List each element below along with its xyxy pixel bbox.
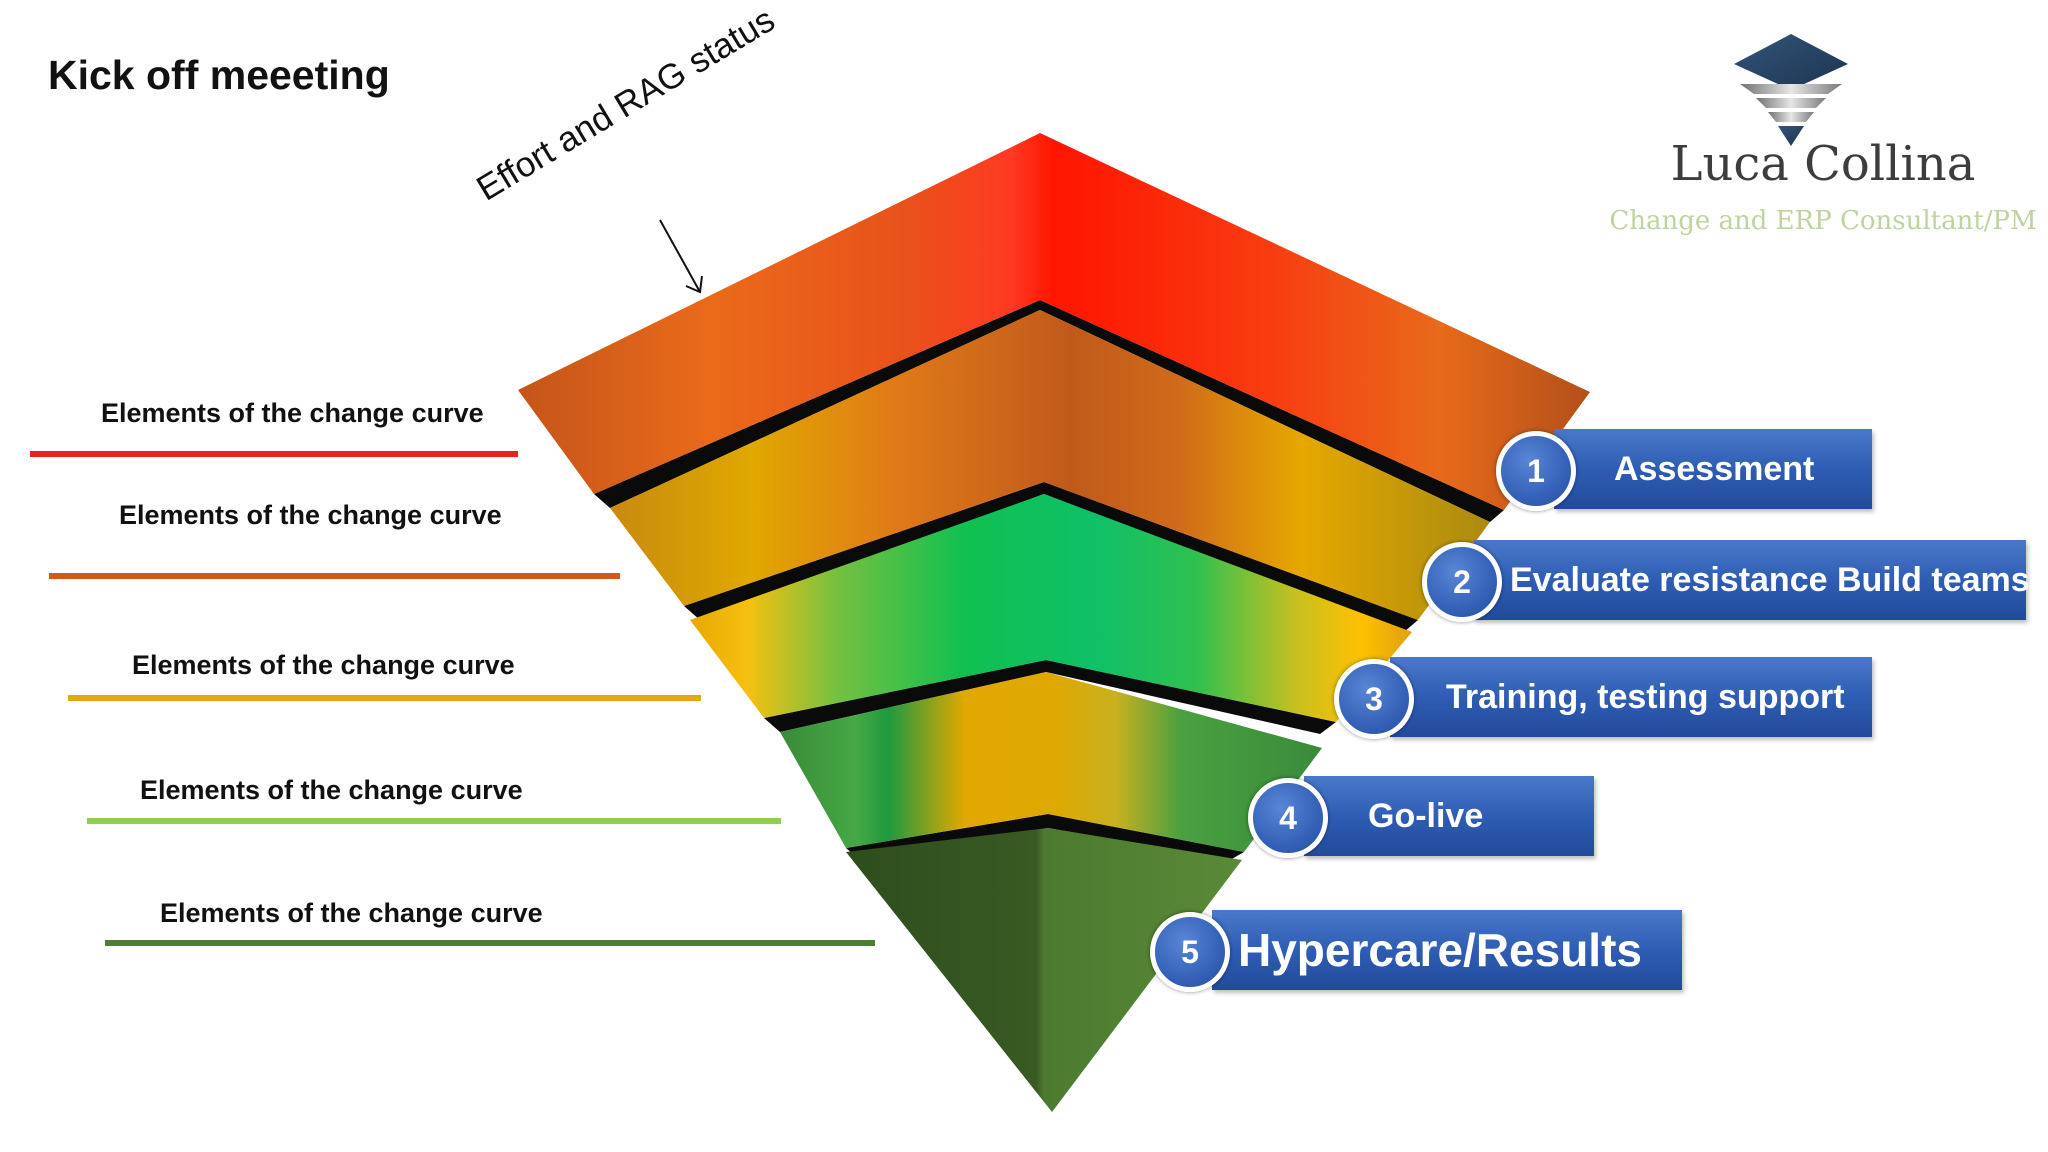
step-label-3: Training, testing support — [1446, 677, 1845, 716]
left-line-3 — [68, 695, 701, 701]
left-line-4 — [87, 818, 781, 824]
step-box-2: Evaluate resistance Build teams — [1474, 540, 2030, 620]
logo-icon — [1734, 34, 1848, 146]
funnel-layer-green — [780, 672, 1322, 852]
step-label-5: Hypercare/Results — [1238, 924, 1642, 976]
left-label-3: Elements of the change curve — [132, 650, 515, 680]
annotation-arrow — [659, 219, 701, 293]
step-circle-1: 1 — [1496, 431, 1576, 511]
funnel-layer-orange — [610, 310, 1490, 620]
funnel-layer-dark-green — [846, 828, 1242, 1112]
step-box-4: Go-live — [1304, 776, 1594, 856]
step-circle-4: 4 — [1248, 778, 1328, 858]
step-circle-2: 2 — [1422, 542, 1502, 622]
left-line-5 — [105, 940, 875, 946]
step-box-5: Hypercare/Results — [1212, 910, 1682, 990]
left-label-2: Elements of the change curve — [119, 500, 502, 530]
step-label-4: Go-live — [1368, 796, 1484, 835]
step-circle-3: 3 — [1334, 659, 1414, 739]
step-box-3: Training, testing support — [1390, 657, 1872, 737]
step-label-2: Evaluate resistance Build teams — [1510, 560, 2030, 599]
brand-name: Luca Collina — [1670, 136, 1976, 192]
funnel-layer-amber-green — [690, 494, 1412, 722]
left-label-4: Elements of the change curve — [140, 775, 523, 805]
step-box-1: Assessment — [1554, 429, 1872, 509]
annotation-arrowhead — [685, 275, 703, 294]
left-label-1: Elements of the change curve — [101, 398, 484, 428]
page-title: Kick off meeeting — [48, 52, 390, 98]
left-label-5: Elements of the change curve — [160, 898, 543, 928]
funnel-layer-red — [518, 133, 1590, 510]
left-line-2 — [49, 573, 620, 579]
step-label-1: Assessment — [1614, 449, 1815, 488]
step-circle-5: 5 — [1150, 912, 1230, 992]
brand-subtitle: Change and ERP Consultant/PM — [1609, 206, 2037, 236]
left-line-1 — [30, 451, 518, 457]
